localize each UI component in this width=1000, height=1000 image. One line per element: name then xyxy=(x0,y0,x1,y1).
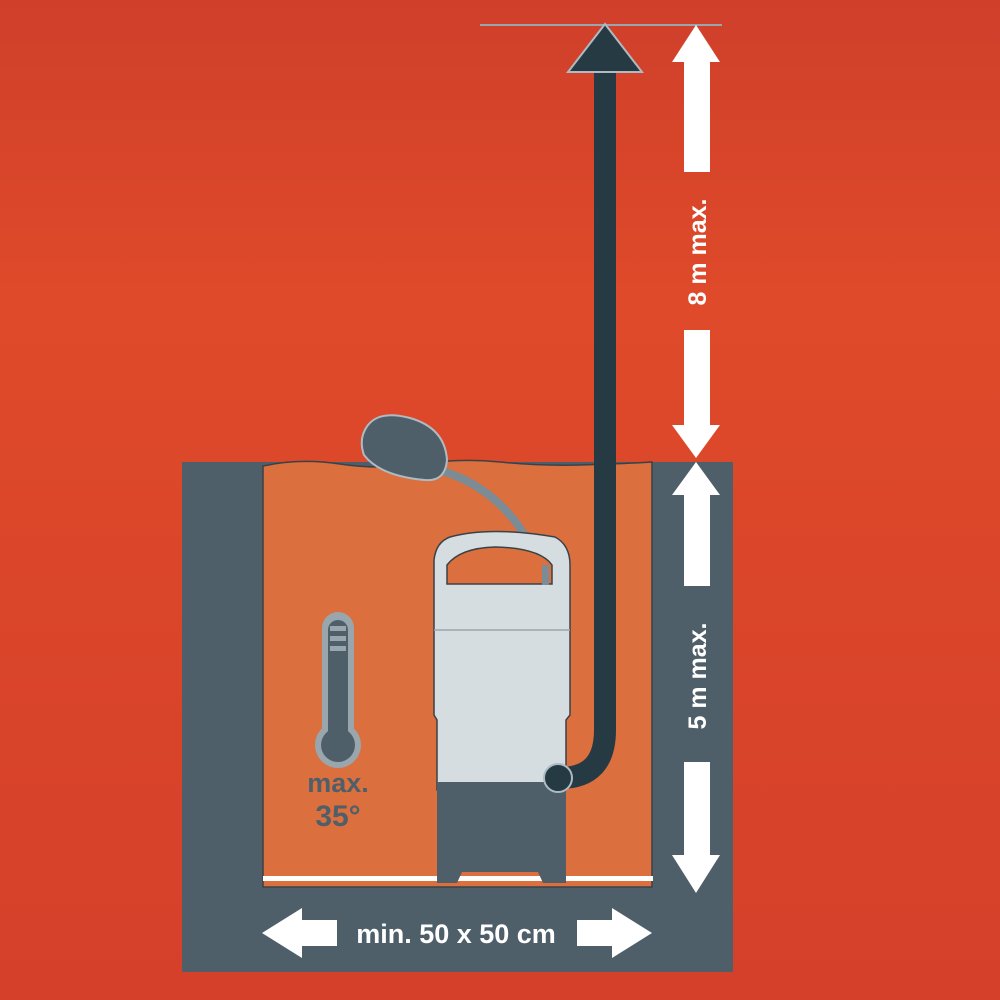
thermometer-icon xyxy=(315,612,361,768)
arrow-down-icon xyxy=(672,762,720,893)
min-shaft-size-label: min. 50 x 50 cm xyxy=(356,919,556,949)
hose-outlet xyxy=(543,763,573,793)
max-temp-label: max. xyxy=(307,768,369,798)
pump-illustration xyxy=(433,530,571,883)
float-switch-icon xyxy=(360,414,449,482)
height-arrows xyxy=(262,25,720,958)
max-immersion-depth-label: 5 m max. xyxy=(684,622,712,729)
max-temp-value: 35° xyxy=(315,800,360,833)
max-pressure-height-label: 8 m max. xyxy=(684,198,712,305)
arrow-up-icon xyxy=(672,25,720,172)
arrow-right-icon xyxy=(577,908,652,958)
arrow-left-icon xyxy=(262,908,337,958)
arrow-up-icon xyxy=(672,462,720,586)
arrow-down-icon xyxy=(672,330,720,458)
hose-arrowhead xyxy=(565,22,645,73)
